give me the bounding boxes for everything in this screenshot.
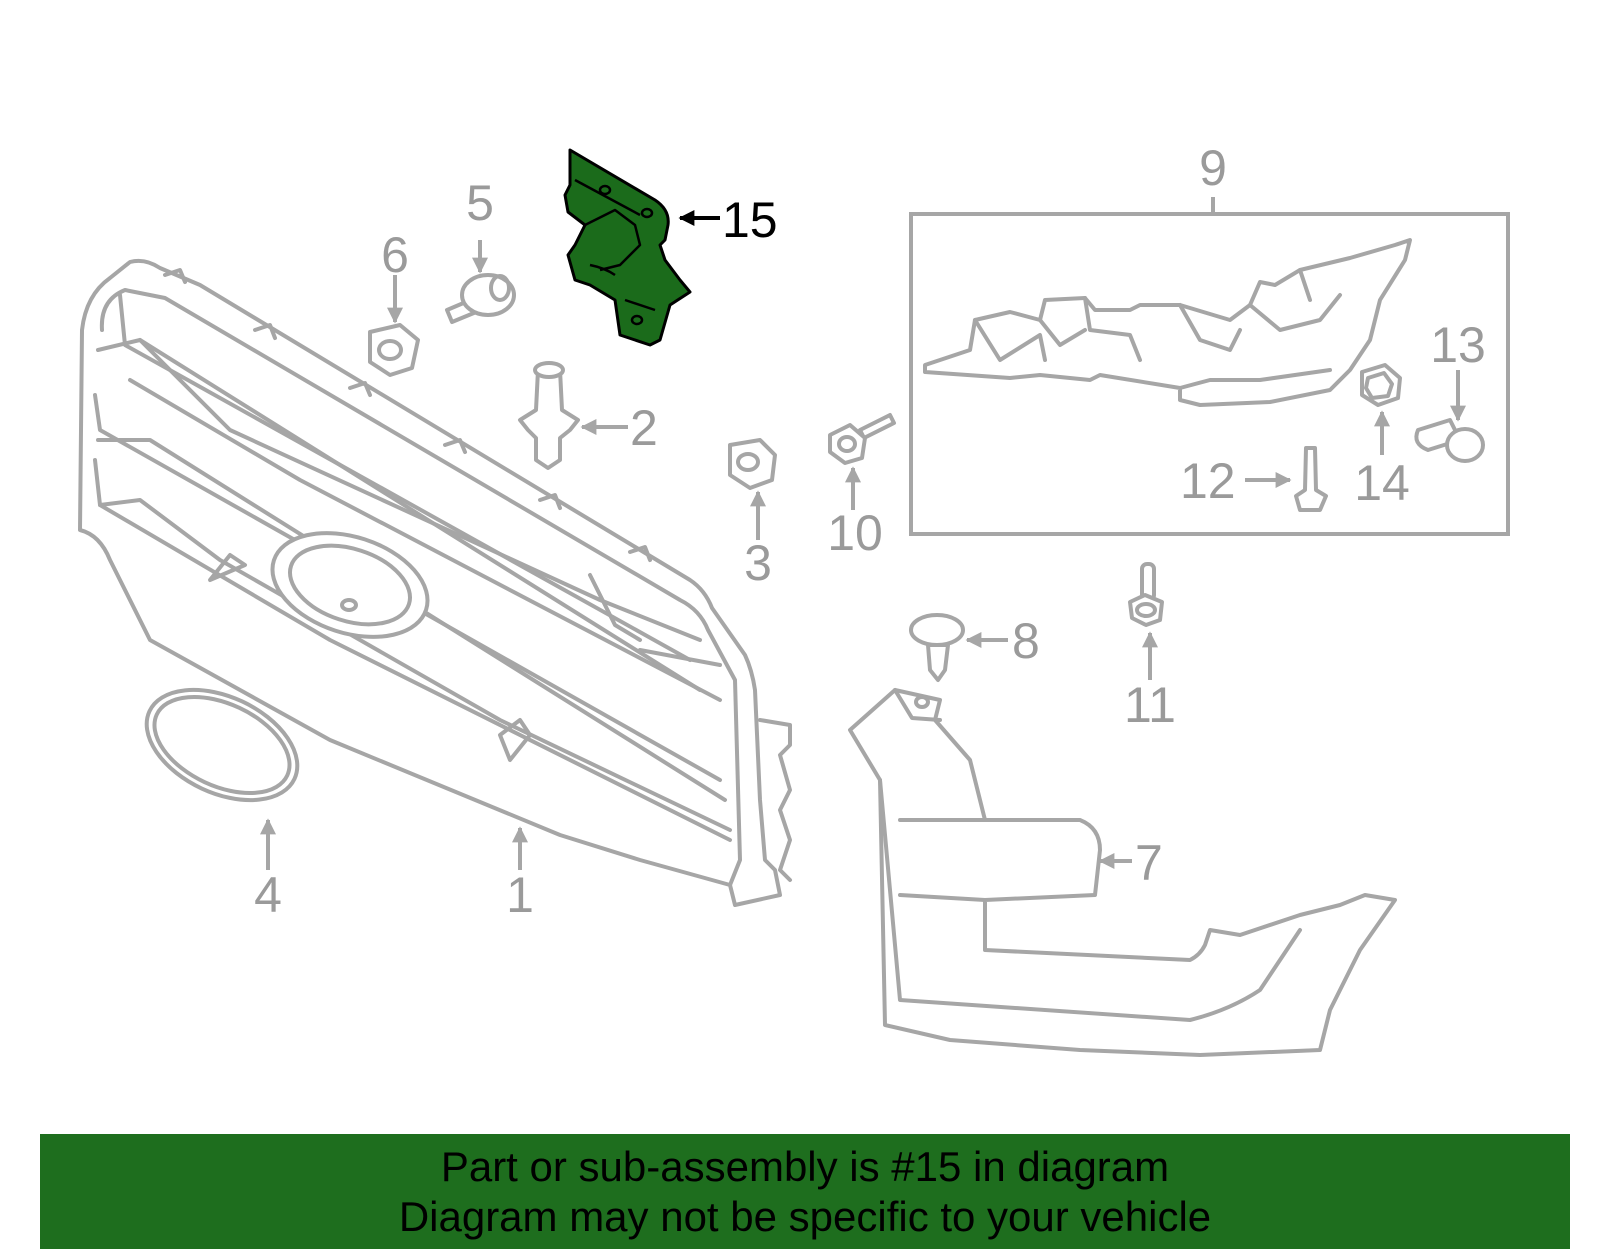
callout-5: 5 (466, 175, 494, 231)
nut-part-6[interactable] (368, 323, 420, 377)
headlamp-bracket-part-9[interactable] (923, 238, 1412, 407)
footer-line-2: Diagram may not be specific to your vehi… (398, 1192, 1212, 1240)
callout-3: 3 (744, 535, 772, 591)
push-pin-part-8[interactable] (909, 613, 965, 682)
grille-part-1[interactable] (78, 258, 792, 907)
callout-labels: 1 2 3 4 5 6 7 8 9 10 11 12 13 14 15 (254, 140, 1486, 923)
screw-part-11[interactable] (1128, 562, 1164, 627)
nut-part-3[interactable] (728, 438, 777, 490)
callout-8: 8 (1012, 613, 1040, 669)
screw-part-13[interactable] (1414, 418, 1485, 463)
callout-9: 9 (1199, 140, 1227, 196)
callout-13: 13 (1430, 317, 1486, 373)
callout-11: 11 (1124, 677, 1176, 733)
callout-2: 2 (630, 400, 658, 456)
callout-4: 4 (254, 867, 282, 923)
callout-14: 14 (1354, 455, 1410, 511)
kit-box-part-9 (909, 212, 1510, 536)
deflector-part-7[interactable] (848, 688, 1397, 1057)
screw-part-5[interactable] (445, 273, 516, 324)
footer-banner: Part or sub-assembly is #15 in diagram D… (40, 1134, 1570, 1249)
callout-10: 10 (827, 505, 883, 561)
callout-15: 15 (722, 192, 778, 248)
bracket-part-15[interactable] (563, 148, 692, 347)
leader-lines (260, 197, 1466, 870)
callout-12: 12 (1180, 453, 1236, 509)
emblem-ring-part-4[interactable] (129, 668, 315, 823)
nut-part-14[interactable] (1360, 363, 1402, 407)
callout-7: 7 (1135, 835, 1163, 891)
push-pin-part-2[interactable] (518, 361, 580, 470)
footer-line-1: Part or sub-assembly is #15 in diagram (440, 1142, 1170, 1190)
callout-6: 6 (381, 227, 409, 283)
callout-1: 1 (506, 867, 534, 923)
screw-part-10[interactable] (828, 413, 896, 465)
push-pin-part-12[interactable] (1294, 446, 1328, 512)
